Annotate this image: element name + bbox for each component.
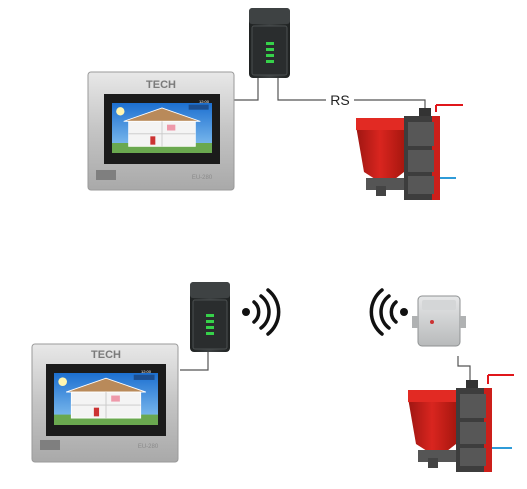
controller-panel-top: TECH EU-280 12:00 — [87, 71, 235, 191]
boiler-top — [356, 104, 463, 200]
tech-sticker-bottom — [40, 440, 60, 450]
hot-pipe-top — [435, 104, 463, 112]
boiler-bottom — [408, 374, 514, 472]
wireless-receiver-module — [412, 295, 466, 347]
control-module-top — [249, 8, 290, 78]
controller-screen-top — [112, 102, 212, 154]
controller-model-bottom: EU-280 — [138, 444, 159, 450]
wireless-signal-icon-left — [242, 288, 281, 336]
rs-label: RS — [330, 92, 349, 108]
tech-sticker-top — [96, 170, 116, 180]
controller-model-top: EU-280 — [192, 175, 213, 181]
control-module-bottom — [190, 282, 230, 352]
hot-pipe-bottom — [487, 374, 514, 384]
wire-module-to-boiler-bottom — [457, 356, 471, 380]
wire-controller-to-module-bottom — [180, 352, 209, 371]
controller-panel-bottom: TECH EU-280 12:00 — [31, 343, 179, 463]
wire-rs-to-boiler — [354, 99, 426, 112]
controller-screen-bottom — [54, 372, 158, 426]
controller-brand-bottom: TECH — [91, 349, 121, 361]
screen-badge-bottom: 12:00 — [141, 369, 152, 374]
wireless-signal-icon-right — [369, 288, 408, 336]
wireless-group: TECH EU-280 12:00 — [31, 282, 514, 472]
screen-badge-top: 12:00 — [199, 99, 210, 104]
wire-module-to-boiler — [277, 78, 326, 101]
controller-brand-top: TECH — [146, 79, 176, 91]
wired-group: RS TECH EU-280 12:00 — [87, 8, 463, 200]
wire-controller-to-module — [234, 78, 259, 101]
